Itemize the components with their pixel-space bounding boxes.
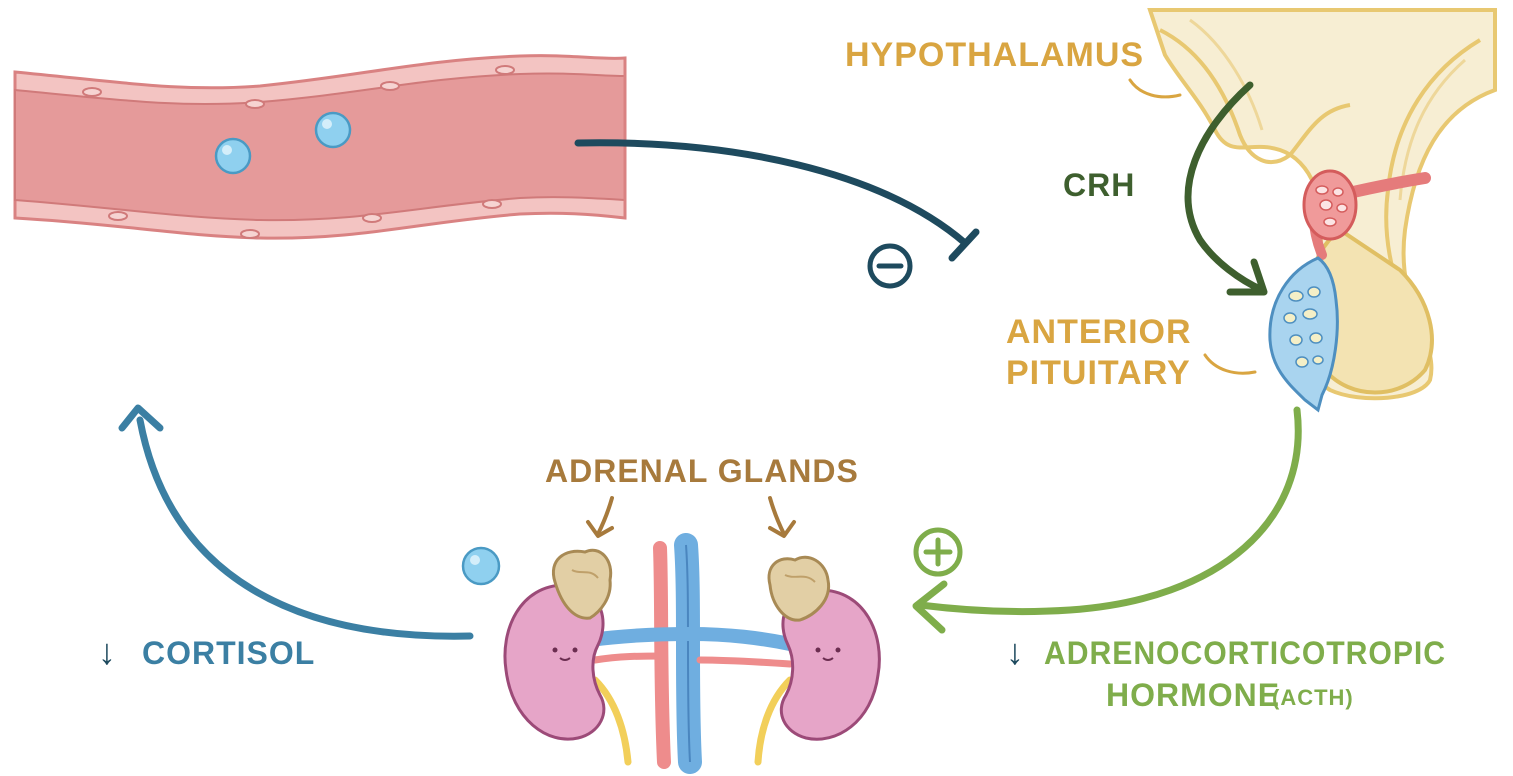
minus-sign-icon <box>867 243 913 289</box>
hypothalamus-pituitary-illustration <box>1147 8 1497 413</box>
plus-sign-icon <box>913 527 963 577</box>
crh-arrow <box>1184 81 1268 296</box>
hypothalamus-label: HYPOTHALAMUS <box>845 36 1144 74</box>
cortisol-molecule-icon <box>461 546 501 586</box>
acth-label-line1: ADRENOCORTICOTROPIC <box>1044 635 1446 671</box>
acth-abbrev-label: (ACTH) <box>1272 685 1354 710</box>
negative-feedback-arrow <box>574 139 980 262</box>
cortisol-label: CORTISOL <box>142 635 315 671</box>
pituitary-leader-line <box>1203 353 1257 375</box>
acth-down-arrow: ↓ <box>1006 631 1025 672</box>
adrenal-glands-label: ADRENAL GLANDS <box>545 453 859 489</box>
hypothalamus-leader-line <box>1128 78 1182 99</box>
blood-vessel <box>13 54 627 240</box>
acth-arrow <box>912 406 1302 634</box>
adrenal-pointer-arrows <box>586 496 796 538</box>
anterior-pituitary-label-line2: PITUITARY <box>1006 354 1191 392</box>
cortisol-molecule-icon <box>214 137 252 175</box>
anterior-pituitary-label-line1: ANTERIOR <box>1006 313 1192 351</box>
cortisol-arrow <box>118 404 474 640</box>
cortisol-down-arrow: ↓ <box>98 631 117 672</box>
crh-label: CRH <box>1063 167 1135 203</box>
acth-label-line2: HORMONE <box>1106 677 1280 713</box>
kidneys-adrenal-illustration <box>503 533 881 774</box>
cortisol-molecule-icon <box>314 111 352 149</box>
